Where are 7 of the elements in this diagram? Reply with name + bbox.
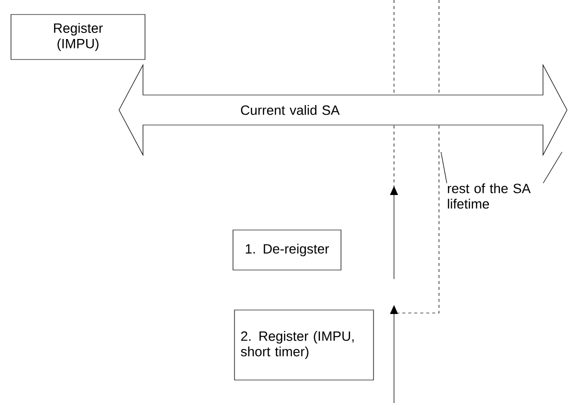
leader-line bbox=[542, 152, 562, 184]
leader-line bbox=[440, 152, 448, 184]
process-box: 1. De-reigster bbox=[232, 230, 342, 270]
process-box: 2. Register (IMPU, short timer) bbox=[234, 310, 374, 380]
node-label: Current valid SA bbox=[240, 105, 340, 115]
note-text: rest of the SA lifetime bbox=[448, 183, 531, 209]
process-box: Register (IMPU) bbox=[10, 14, 146, 60]
